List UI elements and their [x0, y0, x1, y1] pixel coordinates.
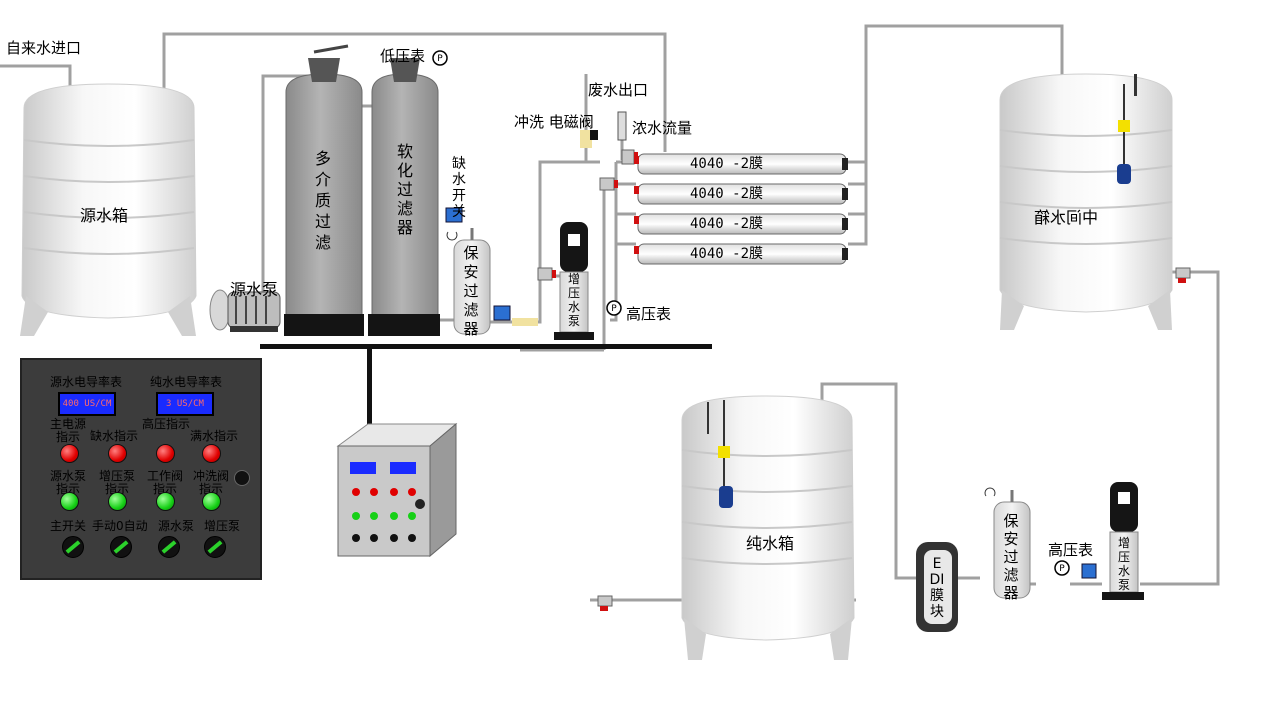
intermediate-tank-label: 中间水箱	[1034, 208, 1099, 227]
ro-membranes	[634, 153, 848, 265]
booster-pump-1	[554, 222, 594, 340]
source-pump-label: 源水泵	[230, 280, 279, 299]
water-shortage-indicator-label: 缺水指示	[90, 429, 139, 443]
pipes	[0, 24, 1220, 602]
high-pressure-gauge-2-label: 高压表	[1048, 541, 1094, 559]
high-pressure-lamp	[156, 444, 175, 463]
pure-water-tank	[681, 395, 855, 660]
flush-solenoid-valve-label: 冲洗 电磁阀	[514, 113, 594, 131]
pure-conductivity-label: 纯水电导率表	[150, 375, 223, 389]
security-filter-1-label: 保安过滤器	[463, 244, 479, 338]
source-conductivity-label: 源水电导率表	[50, 375, 123, 389]
multimedia-filter-label: 多介质过滤	[314, 149, 331, 252]
water-shortage-switch-label: 缺水开关	[452, 156, 466, 220]
edi-module	[916, 542, 958, 632]
control-cable	[367, 348, 372, 438]
source-conductivity-meter: 400 US/CM	[58, 392, 116, 416]
panel-lock-icon	[234, 470, 250, 486]
high-pressure-indicator-label: 高压指示	[142, 417, 191, 431]
water-shortage-switch	[445, 207, 463, 241]
valves	[537, 111, 1191, 611]
manual-auto-knob[interactable]	[110, 536, 132, 558]
booster-pump-2-label: 增压水泵	[1117, 536, 1130, 592]
concentrate-flow-label: 浓水流量	[632, 119, 693, 137]
intermediate-tank	[999, 73, 1173, 330]
source-pump-knob[interactable]	[158, 536, 180, 558]
membrane-label: 4040 -2膜	[690, 246, 764, 262]
work-valve-lamp	[156, 492, 175, 511]
high-pressure-gauge-2-symbol: P	[1059, 564, 1065, 574]
membrane-label: 4040 -2膜	[690, 186, 764, 202]
booster-pump-1-label: 增压水泵	[567, 272, 580, 328]
flush-valve-indicator-label: 冲洗阀指示	[192, 469, 229, 496]
multimedia-filter-column	[284, 44, 364, 336]
tap-water-inlet-label: 自来水进口	[6, 39, 82, 57]
control-panel: 源水电导率表 纯水电导率表 400 US/CM 3 US/CM 主电源指示 缺水…	[20, 358, 262, 580]
edi-module-label: EDI膜块	[929, 556, 945, 620]
full-water-lamp	[202, 444, 221, 463]
softener-filter-column	[368, 58, 440, 336]
booster-pump-lamp	[108, 492, 127, 511]
main-power-lamp	[60, 444, 79, 463]
membrane-label: 4040 -2膜	[690, 156, 764, 172]
control-box	[336, 422, 458, 558]
booster-pump-knob[interactable]	[204, 536, 226, 558]
low-pressure-gauge-label: 低压表	[380, 47, 426, 65]
membrane-label: 4040 -2膜	[690, 216, 764, 232]
high-pressure-gauge-1-symbol: P	[611, 304, 617, 314]
source-tank-label: 源水箱	[80, 206, 129, 225]
main-switch-label: 主开关	[50, 519, 87, 533]
security-filter-1	[453, 228, 538, 335]
booster-pump-switch-label: 增压泵	[204, 519, 241, 533]
low-pressure-gauge-symbol: P	[437, 54, 443, 64]
high-pressure-gauge-1-label: 高压表	[626, 305, 672, 323]
pure-conductivity-meter: 3 US/CM	[156, 392, 214, 416]
water-shortage-lamp	[108, 444, 127, 463]
work-valve-indicator-label: 工作阀指示	[146, 469, 183, 496]
equipment-base	[260, 344, 712, 349]
manual-auto-label: 手动0自动	[92, 519, 148, 533]
source-tank	[20, 83, 197, 336]
full-water-indicator-label: 满水指示	[190, 429, 239, 443]
softener-filter-label: 软化过滤器	[396, 142, 413, 237]
main-switch-knob[interactable]	[62, 536, 84, 558]
flush-valve-lamp	[202, 492, 221, 511]
pressure-gauges	[432, 50, 1070, 576]
source-pump-switch-label: 源水泵	[158, 519, 195, 533]
main-power-indicator-label: 主电源指示	[49, 417, 86, 444]
pure-water-tank-label: 纯水箱	[746, 534, 795, 553]
booster-pump-2	[1102, 482, 1144, 600]
source-pump	[209, 289, 281, 332]
booster-pump-indicator-label: 增压泵指示	[98, 469, 135, 496]
security-filter-2-label: 保安过滤器	[1003, 512, 1019, 602]
source-pump-lamp	[60, 492, 79, 511]
waste-water-outlet-label: 废水出口	[588, 81, 649, 99]
security-filter-2	[984, 487, 1031, 599]
